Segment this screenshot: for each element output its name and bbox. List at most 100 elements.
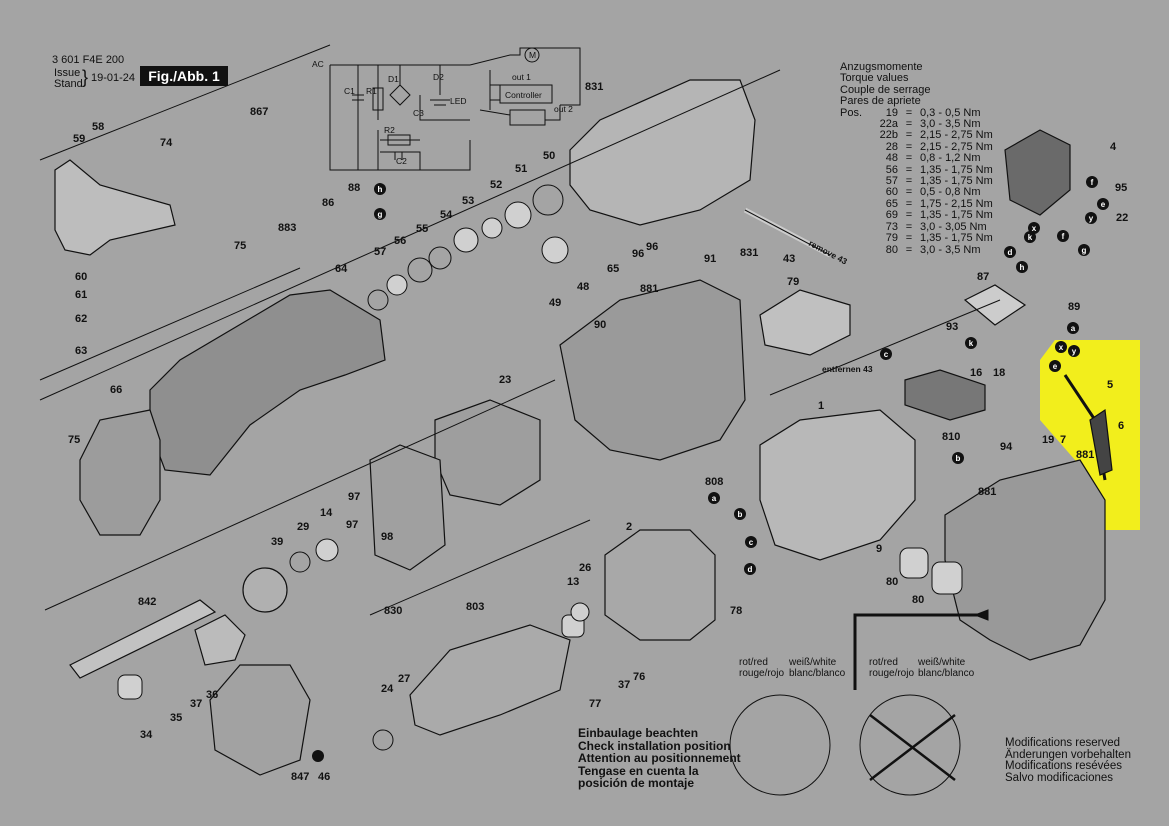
entfernen-43-label: entfernen 43 (822, 364, 873, 374)
connector-f: f (1086, 176, 1098, 188)
gear-39 (242, 567, 288, 613)
connector-circle (1049, 360, 1061, 372)
wire-label-red-1: rot/red rouge/rojo (739, 657, 784, 679)
part-number-847: 847 (291, 771, 309, 783)
torque-pos: 79 (885, 232, 898, 245)
housing-shell-64 (149, 289, 386, 476)
part-number-48: 48 (577, 281, 589, 293)
part-number-64: 64 (335, 263, 348, 275)
connector-circle (1055, 341, 1067, 353)
torque-pos: 65 (885, 197, 898, 210)
part-number-91: 91 (704, 253, 716, 265)
torque-row: 28=2,15 - 2,75 Nm (840, 140, 993, 153)
torque-title-es: Pares de apriete (840, 95, 921, 108)
ring-50 (532, 184, 564, 216)
torque-eq: = (905, 163, 913, 176)
connector-letter: x (1059, 343, 1064, 352)
connector-circle (1028, 222, 1040, 234)
connector-letter: d (748, 565, 753, 574)
part-number-52: 52 (490, 179, 502, 191)
circuit-out2: out 2 (554, 104, 573, 114)
part-number-79: 79 (787, 276, 799, 288)
torque-title-de: Anzugsmomente (840, 61, 923, 73)
part-number-46: 46 (318, 771, 330, 783)
part-number-93: 93 (946, 321, 958, 333)
part-number-97: 97 (346, 519, 358, 531)
connector-letter: e (1101, 200, 1106, 209)
part-number-35: 35 (170, 712, 182, 724)
torque-value: 0,5 - 0,8 Nm (920, 186, 981, 199)
connector-letter: g (378, 210, 383, 219)
part-number-96: 96 (646, 241, 658, 253)
part-number-65: 65 (607, 263, 619, 275)
circuit-d2: D2 (433, 72, 444, 82)
part-number-58: 58 (92, 121, 104, 133)
circuit-c1: C1 (344, 86, 355, 96)
part-number-62: 62 (75, 313, 87, 325)
part-number-18: 18 (993, 367, 1005, 379)
install-note-en: Check installation position (578, 738, 731, 753)
motor-housing-1 (759, 409, 916, 561)
part-number-2: 2 (626, 521, 632, 533)
circuit-led: LED (450, 96, 467, 106)
torque-eq: = (905, 232, 913, 245)
connector-d: d (744, 563, 756, 575)
torque-pos: 56 (885, 163, 898, 176)
part-number-98: 98 (381, 531, 393, 543)
connector-letter: h (378, 185, 383, 194)
mods-de: Änderungen vorbehalten (1005, 748, 1131, 761)
connector-circle (1085, 212, 1097, 224)
wire-white-text-2: blanc/blanco (789, 667, 846, 679)
torque-value: 0,8 - 1,2 Nm (920, 152, 981, 165)
connector-h: h (1016, 261, 1028, 273)
part-number-24: 24 (381, 683, 394, 695)
circuit-c2: C2 (396, 156, 407, 166)
modifications-note: Modifications reserved Änderungen vorbeh… (1005, 737, 1131, 784)
torque-value: 2,15 - 2,75 Nm (920, 140, 993, 153)
torque-pos: 73 (885, 220, 898, 233)
torque-value: 3,0 - 3,5 Nm (920, 118, 981, 131)
wire-red-text-b2: rouge/rojo (869, 667, 915, 679)
connector-k: k (965, 337, 977, 349)
part-number-5: 5 (1107, 379, 1113, 391)
torque-row: Pos.19=0,3 - 0,5 Nm (840, 107, 993, 119)
pcb-87 (963, 284, 1027, 326)
connector-circle (1004, 246, 1016, 258)
install-note: Einbaulage beachten Check installation p… (578, 727, 741, 790)
wire-red-text-b: rot/red (869, 657, 898, 668)
model-number: 3 601 F4E 200 (52, 54, 125, 66)
part-number-36: 36 (206, 689, 218, 701)
torque-value: 1,35 - 1,75 Nm (920, 163, 993, 176)
connector-circle (880, 348, 892, 360)
connector-y: y (1085, 212, 1097, 224)
part-number-803: 803 (466, 601, 484, 613)
connector-letter: a (712, 494, 717, 503)
torque-pos: 48 (885, 152, 898, 165)
part-number-26: 26 (579, 562, 591, 574)
side-cover-66 (79, 409, 161, 536)
torque-eq: = (905, 186, 913, 199)
bearing-plate-98 (369, 444, 446, 571)
part-number-831: 831 (740, 247, 758, 259)
wire-white-text: weiß/white (789, 657, 837, 668)
install-note-es-2: posición de montaje (578, 776, 695, 790)
part-number-881: 881 (978, 486, 996, 498)
leader-lines (39, 44, 1001, 796)
circuit-ac: AC (312, 59, 324, 69)
part-number-16: 16 (970, 367, 982, 379)
torque-pos: 22b (879, 129, 898, 142)
connector-b: b (952, 452, 964, 464)
torque-row: 48=0,8 - 1,2 Nm (840, 152, 993, 165)
connector-circle (708, 492, 720, 504)
part-number-76: 76 (633, 671, 645, 683)
gear-plate-23 (434, 399, 541, 506)
connector-letter: h (1020, 263, 1025, 272)
part-number-66: 66 (110, 384, 122, 396)
part-number-61: 61 (75, 289, 87, 301)
part-number-57: 57 (374, 246, 386, 258)
part-number-49: 49 (549, 297, 561, 309)
connector-b: b (734, 508, 746, 520)
torque-row: 57=1,35 - 1,75 Nm (840, 175, 993, 187)
